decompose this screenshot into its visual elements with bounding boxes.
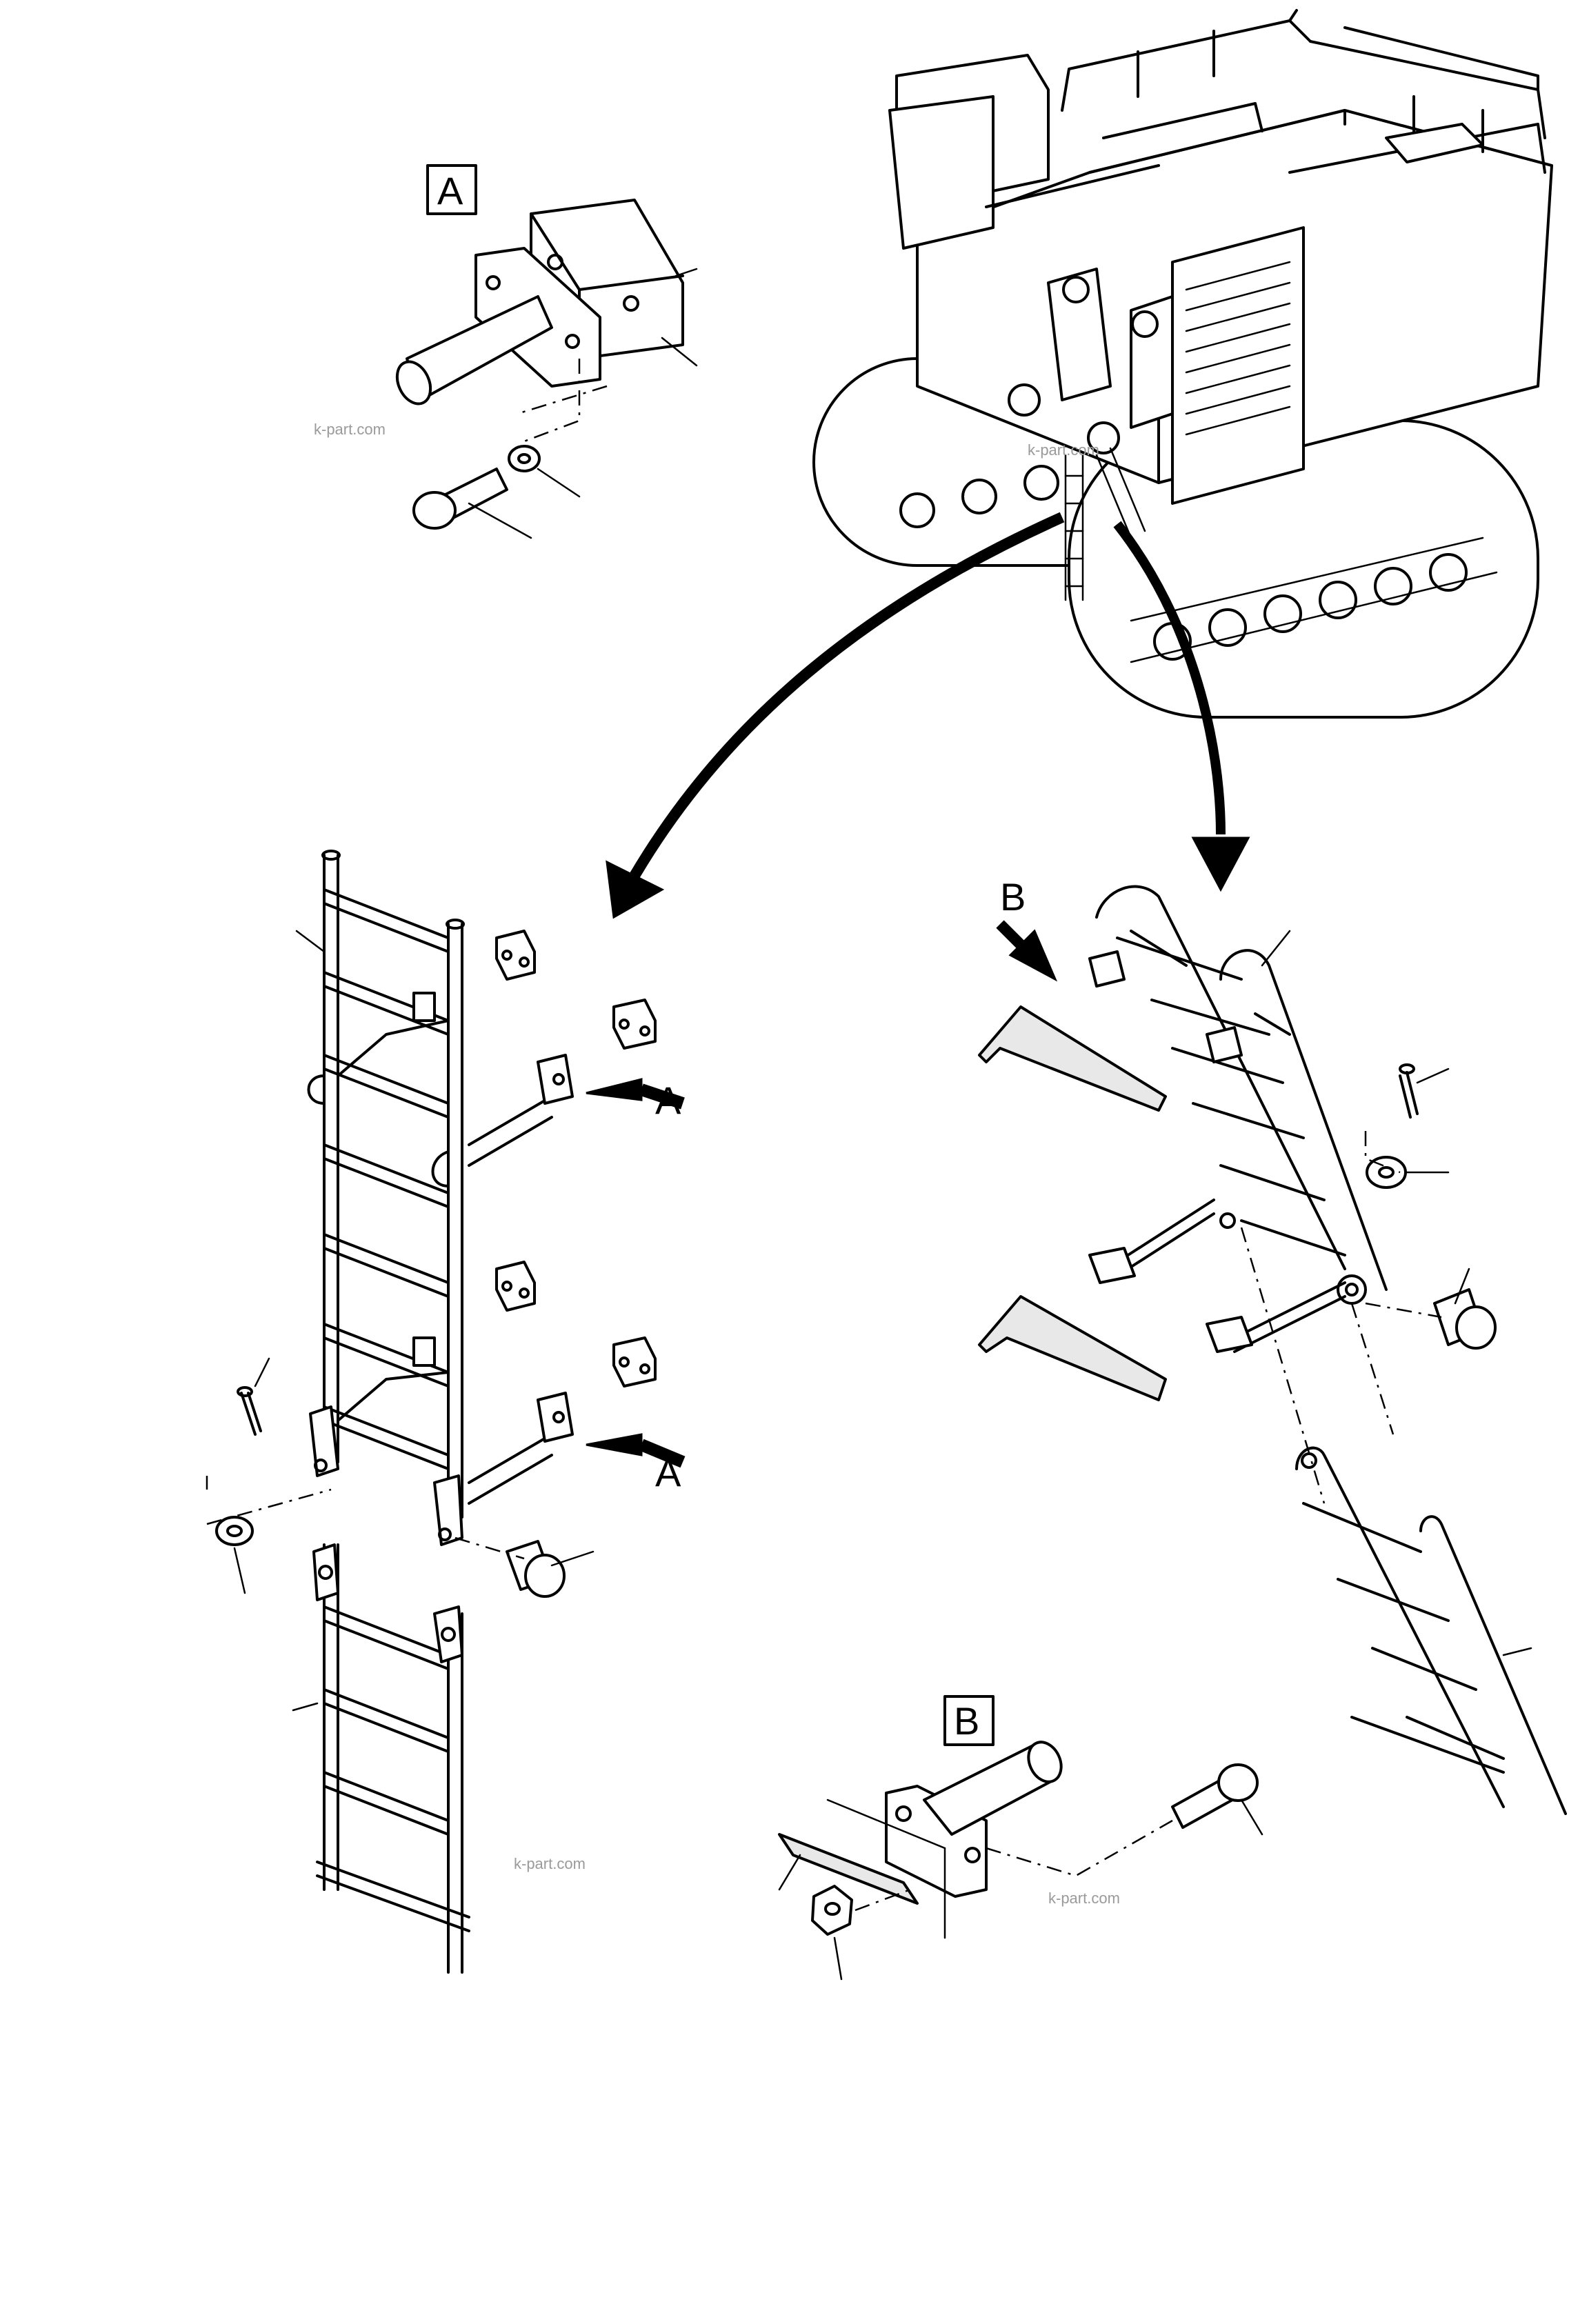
arrow-b-label: B bbox=[1000, 875, 1026, 919]
callout-arrows bbox=[606, 512, 1250, 919]
excavator-overview: k-part.com bbox=[812, 9, 1553, 719]
left-mounts: A A bbox=[468, 930, 686, 1505]
watermark-overview: k-part.com bbox=[1028, 441, 1099, 459]
arrow-a-upper-label: A bbox=[655, 1079, 681, 1122]
detail-a-box bbox=[426, 164, 477, 215]
detail-b: B k-part.com bbox=[778, 1695, 1263, 1981]
watermark-detail-b: k-part.com bbox=[1048, 1890, 1120, 1907]
right-ladder-lower bbox=[1295, 1446, 1567, 1815]
watermark-detail-a: k-part.com bbox=[314, 421, 386, 438]
detail-a-label: A bbox=[437, 169, 463, 212]
detail-a: A k-part.com bbox=[314, 164, 698, 539]
right-pin-set bbox=[1240, 1063, 1497, 1504]
detail-b-box bbox=[943, 1695, 995, 1746]
detail-b-label: B bbox=[954, 1699, 979, 1743]
arrow-a-lower-label: A bbox=[655, 1451, 681, 1494]
right-ladder-upper: B bbox=[978, 875, 1388, 1401]
left-ladder-upper bbox=[307, 850, 465, 1546]
watermark-lower-left: k-part.com bbox=[514, 1855, 586, 1872]
left-ladder-lower: k-part.com bbox=[292, 1543, 586, 1974]
left-pin-set bbox=[206, 930, 594, 1598]
